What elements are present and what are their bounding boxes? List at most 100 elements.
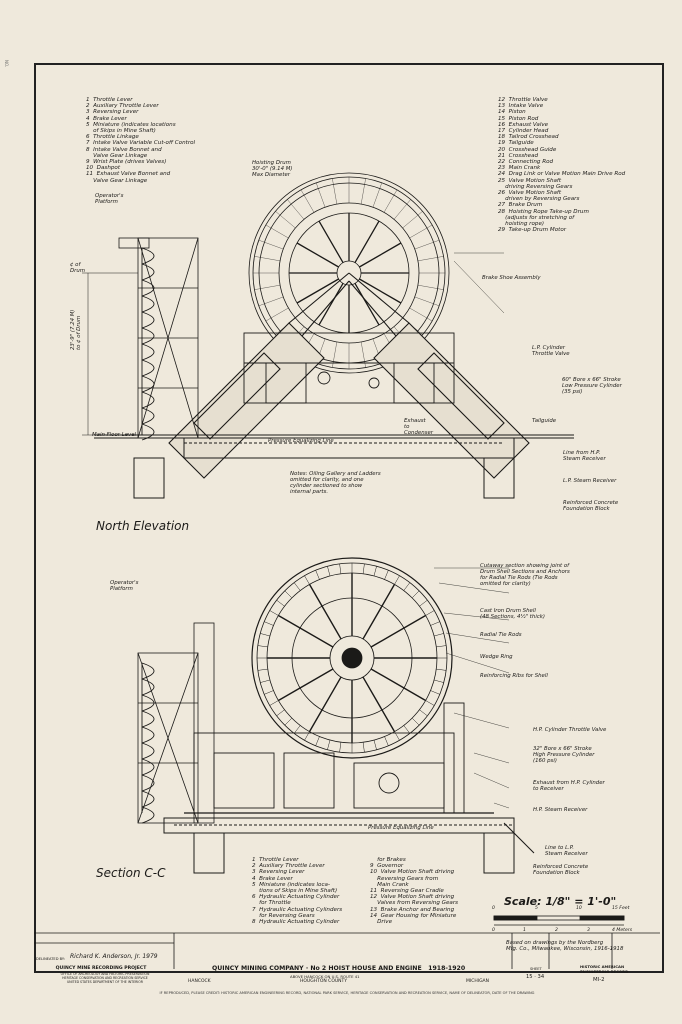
label-main-floor: Main Floor Level — [92, 432, 137, 438]
legend-item: Main Crank — [370, 881, 409, 888]
dimension-line — [82, 272, 138, 436]
bottom-foundation — [163, 817, 535, 874]
label-notes: Notes: Oiling Gallery and Ladders omitte… — [290, 471, 381, 496]
tb-main-title: QUINCY MINING COMPANY · No 2 HOIST HOUSE… — [212, 965, 466, 972]
legend-item: 8 Hydraulic Actuating Cylinder — [252, 919, 340, 926]
legend-item: 5 Miniature (indicates loca- — [252, 881, 330, 888]
title-section-cc: Section C-C — [96, 866, 166, 880]
label-dimension: 23'-9" (7.24 M) to ¢ of Drum — [70, 309, 83, 350]
scale-bar — [493, 915, 625, 926]
bottom-machinery — [184, 702, 494, 819]
tb-location: HANCOCK — [188, 979, 211, 984]
tb-county: HOUGHTON COUNTY — [300, 979, 348, 984]
label-exhaust-condenser: Exhaust to Condenser — [404, 418, 433, 437]
legend-item: 17 Cylinder Head — [498, 128, 549, 135]
legend-item: 19 Tailguide — [498, 140, 534, 147]
legend-item: 27 Brake Drum — [498, 202, 543, 209]
scale-feet-15: 15 Feet — [612, 906, 630, 911]
legend-item: 2 Auxiliary Throttle Lever — [86, 103, 159, 110]
label-cast-iron: Cast Iron Drum Shell (48 Sections, 4½" t… — [480, 608, 546, 621]
label-reinforcing: Reinforcing Ribs for Shell — [480, 673, 548, 679]
label-operators-platform-bottom: Operator's Platform — [110, 580, 139, 593]
label-line-lp: Line to L.P. Steam Receiver — [545, 845, 588, 858]
legend-item: 22 Connecting Rod — [498, 159, 554, 166]
legend-item: 2 Auxiliary Throttle Lever — [252, 863, 325, 870]
legend-item: Valve Gear Linkage — [86, 177, 148, 184]
label-radial-tie: Radial Tie Rods — [480, 632, 522, 638]
legend-item: 7 Hydraulic Actuating Cylinders — [252, 906, 343, 913]
engineering-drawing — [34, 172, 660, 969]
scale-m-2: 2 — [555, 928, 558, 933]
legend-item: Valves from Reversing Gears — [370, 900, 459, 907]
legend-item: 9 Governor — [370, 863, 404, 870]
legend-item: Reversing Gears from — [370, 875, 439, 882]
scale-feet-10: 10 — [576, 906, 582, 911]
bottom-platform-tower — [137, 622, 215, 824]
legend-item: 10 Dashpot — [86, 165, 121, 172]
legend-item: 25 Valve Motion Shaft — [498, 177, 562, 184]
legend-item: Drive — [370, 919, 393, 926]
legend-item: (adjusts for stretching of — [498, 214, 575, 221]
label-cl-drum: ¢ of Drum — [70, 262, 86, 275]
legend-item: 14 Gear Housing for Miniature — [370, 912, 457, 919]
legend-item: 7 Intake Valve Variable Cut-off Control — [86, 140, 196, 147]
legend-item: 14 Piston — [498, 109, 526, 116]
tb-sheet: 15 · 34 — [526, 974, 545, 980]
tb-state: MICHIGAN — [466, 979, 489, 984]
legend-item: 16 Exhaust Valve — [498, 121, 549, 128]
legend-item: 12 Throttle Valve — [498, 97, 548, 103]
title-north-elevation: North Elevation — [96, 519, 190, 533]
legend-item: 5 Miniature (indicates locations — [86, 121, 176, 128]
top-platform-tower — [118, 237, 199, 439]
label-hoisting-drum: Hoisting Drum 30'-0" (9.14 M) Max Diamet… — [252, 160, 293, 179]
legend-item: 1 Throttle Lever — [252, 857, 299, 863]
tb-haer-no: MI-2 — [593, 977, 605, 983]
drawing-border — [34, 63, 664, 973]
engine-frame — [243, 332, 455, 404]
legend-item: 10 Valve Motion Shaft driving — [370, 869, 455, 876]
legend-item: 29 Take-up Drum Motor — [498, 227, 567, 234]
tb-project: QUINCY MINE RECORDING PROJECT — [55, 966, 147, 971]
legend-item: 13 Brake Anchor and Bearing — [370, 906, 455, 913]
scale-feet-0: 0 — [492, 906, 495, 911]
footer-credit: IF REPRODUCED, PLEASE CREDIT: HISTORIC A… — [159, 991, 535, 995]
legend-item: 12 Valve Motion Shaft driving — [370, 894, 455, 901]
legend-item: 15 Piston Rod — [498, 115, 539, 122]
label-tailguide: Tailguide — [532, 418, 557, 424]
label-operators-platform-top: Operator's Platform — [95, 193, 124, 206]
legend-item: driving Reversing Gears — [498, 183, 573, 190]
label-wedge-ring: Wedge Ring — [480, 654, 513, 660]
legend-item: 4 Brake Lever — [86, 115, 127, 122]
scale-m-0: 0 — [492, 928, 495, 933]
scale-m-4: 4 Meters — [612, 928, 633, 933]
label-hp-bore: 32" Bore x 66" Stroke High Pressure Cyli… — [533, 746, 595, 765]
tb-delineated: DELINEATED BY: — [36, 957, 65, 961]
legend-item: driven by Reversing Gears — [498, 196, 580, 203]
label-exhaust-hp: Exhaust from H.P. Cylinder to Receiver — [533, 780, 605, 793]
tb-haer: HISTORIC AMERICAN ENGINEERING RECORD — [580, 964, 629, 974]
legend-item: 21 Crosshead — [498, 152, 539, 159]
tb-sheet-label: SHEET — [530, 967, 542, 971]
scale-m-1: 1 — [523, 928, 526, 933]
legend-item: 8 Intake Valve Bonnet and — [86, 146, 162, 153]
legend-item: 9 Wrist Plate (drives Valves) — [86, 159, 167, 166]
legend-item: 4 Brake Lever — [252, 875, 293, 882]
legend-item: tions of Skips in Mine Shaft) — [252, 888, 338, 895]
legend-item: of Skips in Mine Shaft) — [86, 128, 156, 135]
legend-item: 26 Valve Motion Shaft — [498, 190, 562, 197]
legend-item: 28 Hoisting Rope Take-up Drum — [498, 208, 589, 215]
legend-item: for Throttle — [252, 900, 291, 907]
label-lp-steam: L.P. Steam Receiver — [563, 478, 617, 484]
label-foundation-bottom: Reinforced Concrete Foundation Block — [533, 864, 589, 877]
left-cylinder — [168, 272, 350, 479]
scale-m-3: 3 — [587, 928, 590, 933]
top-floor — [94, 434, 574, 499]
legend-item: 6 Hydraulic Actuating Cylinder — [252, 894, 340, 901]
legend-item: for Reversing Gears — [252, 912, 315, 919]
label-cutaway: Cutaway section showing joint of Drum Sh… — [480, 563, 570, 588]
right-cylinder — [348, 272, 530, 479]
legend-item: 13 Intake Valve — [498, 103, 544, 110]
